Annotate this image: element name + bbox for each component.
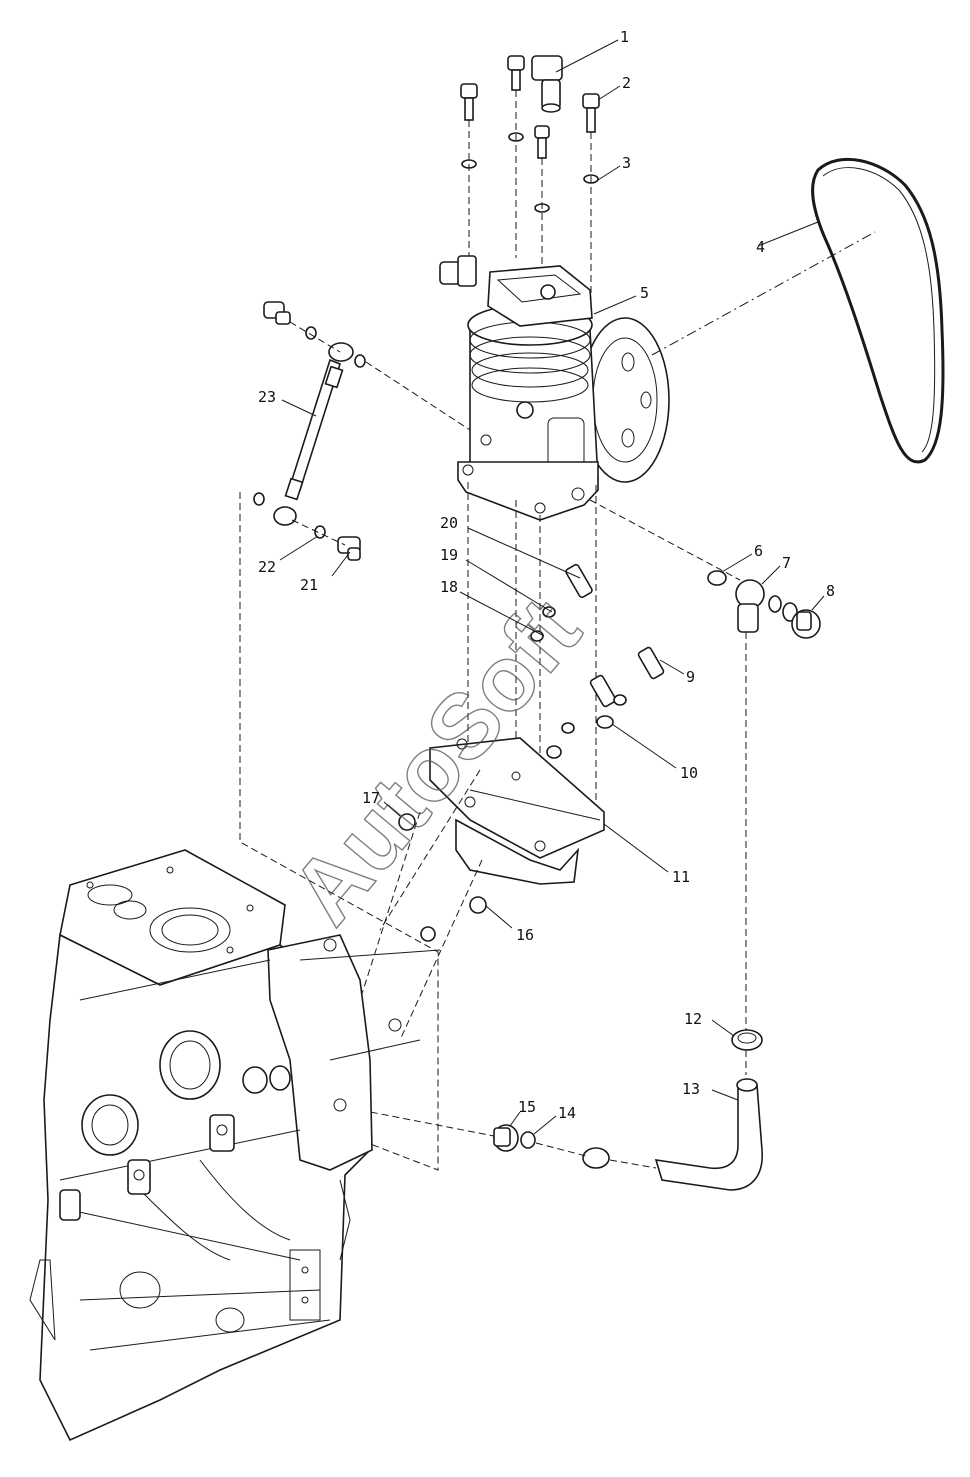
callout-16: 16 [516, 926, 534, 944]
leader-lines [279, 39, 825, 1135]
callout-15: 15 [518, 1098, 536, 1116]
callout-4: 4 [756, 238, 765, 256]
callout-21: 21 [300, 576, 318, 594]
callout-9: 9 [686, 668, 695, 686]
support-rod [253, 301, 471, 561]
callout-11: 11 [672, 868, 690, 886]
callout-5: 5 [640, 284, 649, 302]
callout-18: 18 [440, 578, 458, 596]
callout-17: 17 [362, 789, 380, 807]
engine-block [29, 492, 441, 1442]
callout-8: 8 [826, 582, 835, 600]
callout-22: 22 [258, 558, 276, 576]
callout-12: 12 [684, 1010, 702, 1028]
callout-labels: 1 2 3 4 5 6 7 8 9 10 11 12 13 14 15 16 1… [258, 28, 835, 1122]
mounting-bracket [359, 737, 605, 1041]
callout-14: 14 [558, 1104, 576, 1122]
drive-belt [811, 157, 945, 464]
callout-13: 13 [682, 1080, 700, 1098]
bracket-fasteners [398, 563, 665, 942]
top-fasteners [460, 55, 600, 300]
watermark: AutoSoft [272, 580, 600, 943]
oil-fitting-group [707, 570, 821, 1075]
belt-centreline [651, 231, 876, 356]
oil-tube [359, 1029, 763, 1191]
callout-23: 23 [258, 388, 276, 406]
callout-10: 10 [680, 764, 698, 782]
callout-6: 6 [754, 542, 763, 560]
callout-20: 20 [440, 514, 458, 532]
callout-19: 19 [440, 546, 458, 564]
callout-2: 2 [622, 74, 631, 92]
callout-7: 7 [782, 554, 791, 572]
air-compressor [439, 255, 670, 521]
callout-3: 3 [622, 154, 631, 172]
callout-1: 1 [620, 28, 629, 46]
